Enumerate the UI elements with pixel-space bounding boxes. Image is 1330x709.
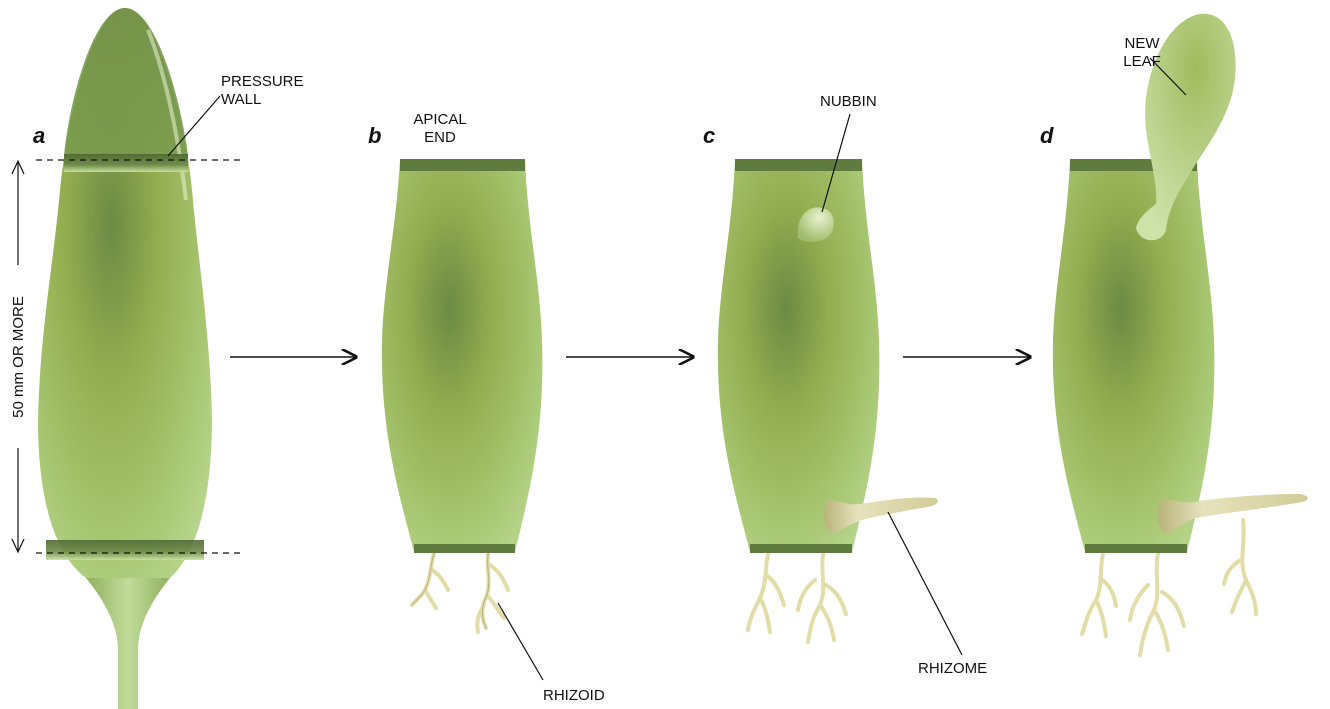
dimension-label: 50 mm OR MORE	[10, 296, 27, 418]
apical-end-label-line1: APICAL	[413, 111, 466, 128]
new-leaf-label-line2: LEAF	[1123, 53, 1161, 70]
nubbin-label: NUBBIN	[820, 93, 877, 110]
basal-end-band	[1085, 544, 1187, 553]
new-leaf-label-line1: NEW	[1125, 35, 1161, 52]
basal-end-band	[414, 544, 515, 553]
panel-b: b APICAL END RHIZOID	[368, 111, 605, 704]
apical-end-label-line2: END	[424, 129, 456, 146]
apical-end-band	[400, 159, 525, 171]
rhizoid-label: RHIZOID	[543, 687, 605, 704]
panel-c: c NUBBIN RHIZOME	[703, 93, 987, 677]
cut-leaf-section	[718, 160, 880, 552]
cut-leaf-section	[382, 160, 543, 552]
panel-d: d NEW LEAF	[1040, 14, 1308, 655]
panel-letter-a: a	[33, 123, 45, 148]
panel-letter-b: b	[368, 123, 381, 148]
apical-end-band	[735, 159, 862, 171]
rhizome-leader	[888, 512, 962, 655]
panel-letter-d: d	[1040, 123, 1054, 148]
rhizoid-cluster	[412, 545, 508, 632]
panel-letter-c: c	[703, 123, 715, 148]
pressure-wall-label-line2: WALL	[221, 91, 261, 108]
pressure-wall-lower	[46, 540, 204, 560]
panel-a: a 50 mm OR MORE PRESSURE WALL	[10, 8, 304, 709]
pressure-wall-upper	[64, 154, 188, 172]
leaf-stalk	[86, 578, 170, 709]
rhizome-label: RHIZOME	[918, 660, 987, 677]
basal-end-band	[750, 544, 852, 553]
rhizoid-cluster	[748, 545, 846, 642]
rhizome	[824, 497, 938, 534]
cut-leaf-section	[1053, 160, 1215, 552]
pressure-wall-label-line1: PRESSURE	[221, 73, 304, 90]
rhizoid-leader	[498, 603, 543, 680]
leaf-tip-shade	[64, 8, 188, 155]
